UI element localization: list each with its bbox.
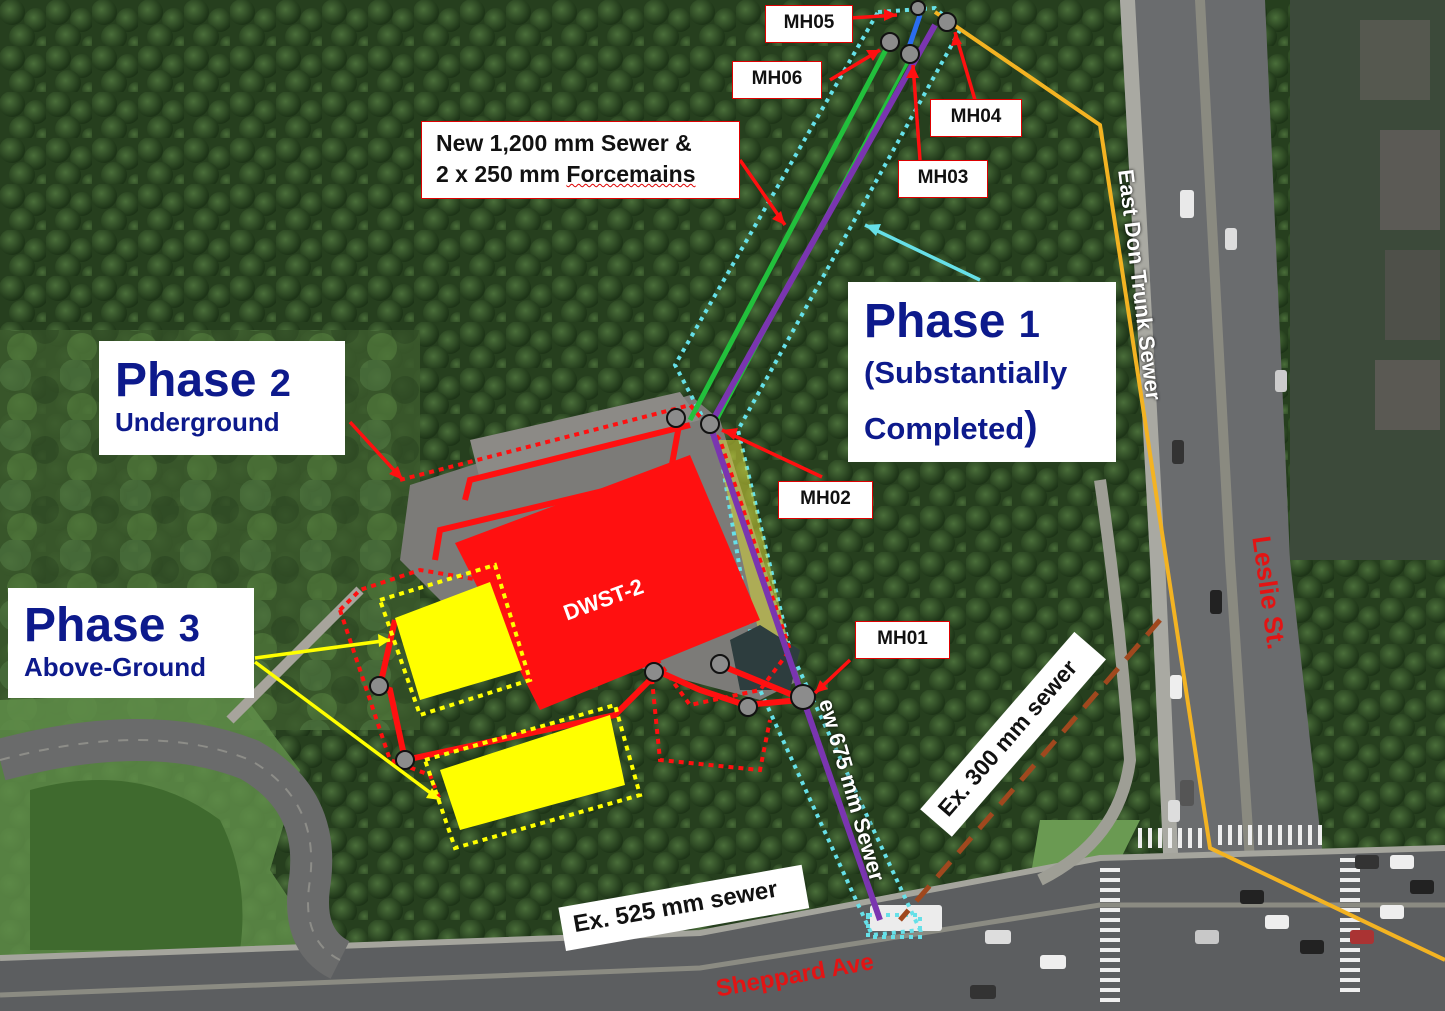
leslie-median: [1195, 0, 1265, 1011]
manholes: [369, 0, 957, 770]
phase3-dotted-boundary-upper: [377, 562, 533, 718]
phase1-label: Phase 1 (Substantially Completed): [848, 282, 1116, 462]
footpath: [1037, 479, 1137, 886]
dwst-2-tank: [455, 455, 760, 710]
phase1-boundary-end: [866, 913, 922, 939]
callout-line-1: New 1,200 mm Sewer &: [436, 130, 692, 156]
house: [1375, 360, 1440, 430]
callout-line-2: 2 x 250 mm Forcemains: [436, 161, 696, 187]
house: [1380, 130, 1440, 230]
leslie-sidewalk: [1120, 0, 1185, 1011]
house: [1360, 20, 1430, 100]
mh04-label: MH04: [930, 99, 1022, 137]
mh02-label: MH02: [778, 481, 873, 519]
sheppard-avenue-road: [0, 850, 1445, 1011]
house: [1385, 250, 1440, 340]
phase2-boundary: [338, 609, 442, 801]
forcemain: [706, 23, 938, 921]
east-don-trunk-sewer: [933, 10, 1445, 962]
mh03-label: MH03: [898, 160, 988, 198]
sheppard-edge: [0, 845, 1445, 961]
phase3-tank-upper: [395, 582, 522, 700]
lawn-left-inner: [30, 780, 243, 950]
phase3-tank-lower: [440, 715, 625, 830]
vehicles: [870, 190, 1434, 999]
crosswalks: [1100, 825, 1360, 1002]
phase3-label: Phase 3 Above-Ground: [8, 588, 254, 698]
parking-lot: [470, 392, 700, 480]
mh05-label: MH05: [765, 5, 853, 43]
existing-300mm-sewer: [898, 618, 1162, 922]
arrow-heads: [378, 9, 962, 800]
phase2-label: Phase 2 Underground: [99, 341, 345, 455]
mh06-label: MH06: [732, 61, 822, 99]
access-road-curve: [0, 739, 341, 961]
phase3-dotted-boundary-lower: [422, 702, 643, 851]
mh01-label: MH01: [855, 621, 950, 659]
new-1200mm-sewer: [687, 40, 893, 422]
new-sewer-callout: New 1,200 mm Sewer & 2 x 250 mm Forcemai…: [421, 121, 740, 199]
